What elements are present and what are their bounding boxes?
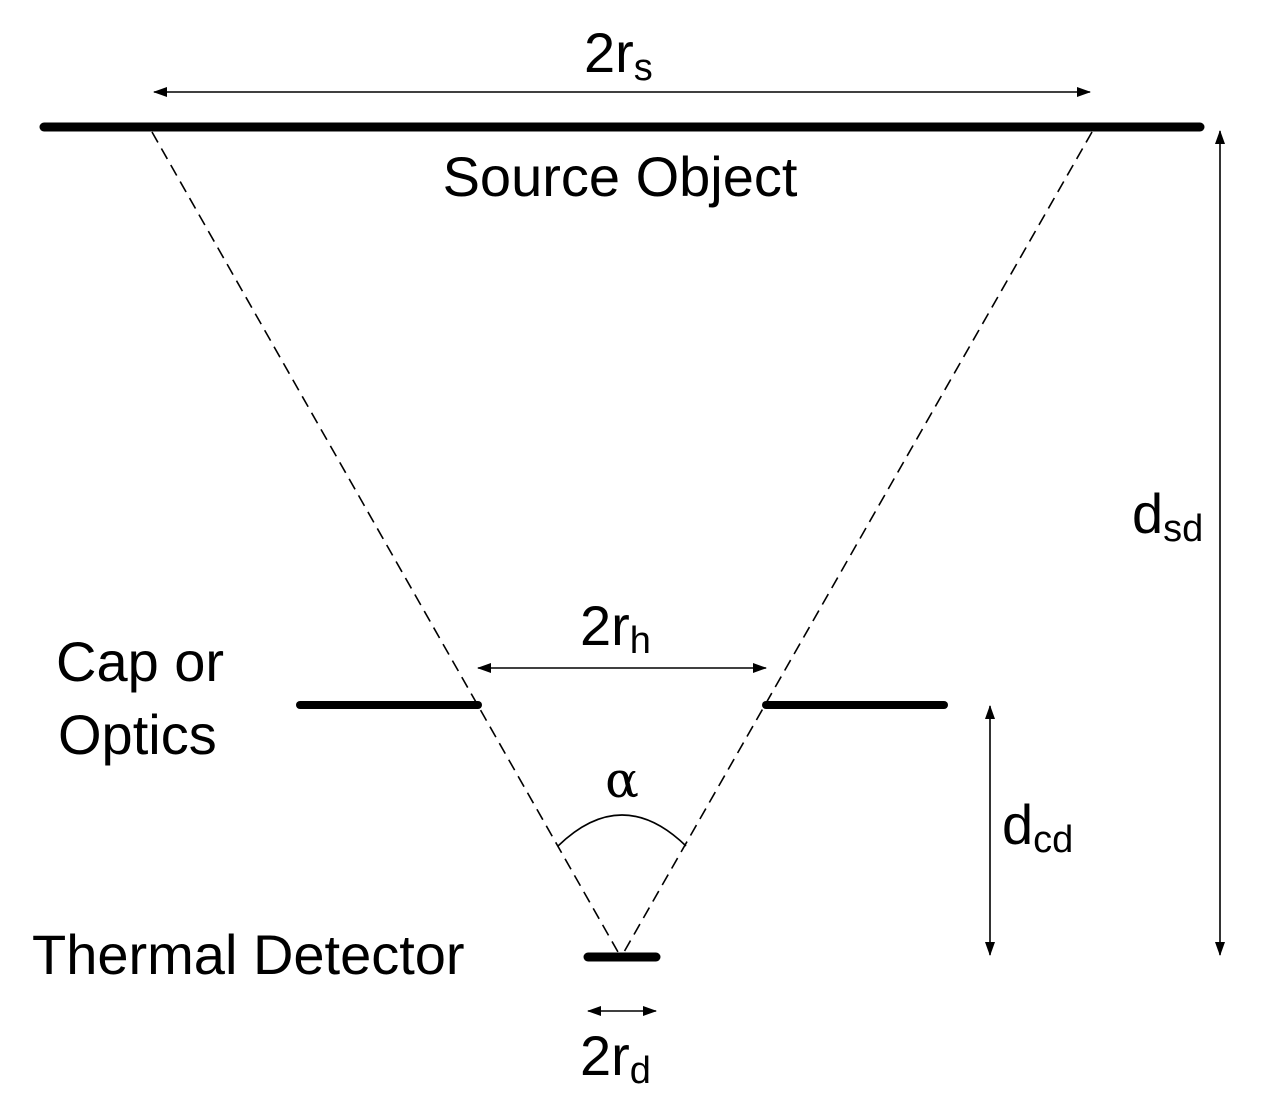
source-object-label: Source Object bbox=[443, 145, 798, 208]
angle-arc bbox=[557, 814, 687, 847]
cap-label-line2: Optics bbox=[58, 703, 217, 766]
angle-label: α bbox=[605, 751, 639, 809]
cap-label-line1: Cap or bbox=[56, 630, 224, 693]
thermal-detector-label: Thermal Detector bbox=[32, 923, 465, 986]
cap-detector-distance-label: dcd bbox=[1002, 793, 1073, 861]
view-cone-left bbox=[151, 131, 619, 953]
detector-width-label: 2rd bbox=[580, 1024, 651, 1092]
source-detector-distance-label: dsd bbox=[1132, 482, 1203, 550]
view-cone-right bbox=[623, 131, 1093, 953]
cap-detector-distance-sub: cd bbox=[1033, 819, 1073, 861]
detector-width-main: 2r bbox=[580, 1024, 630, 1087]
aperture-width-sub: h bbox=[630, 620, 651, 662]
source-width-main: 2r bbox=[584, 21, 634, 84]
source-width-sub: s bbox=[634, 47, 653, 89]
source-detector-distance-main: d bbox=[1132, 482, 1163, 545]
cap-detector-distance-main: d bbox=[1002, 793, 1033, 856]
detector-width-sub: d bbox=[630, 1050, 651, 1092]
source-width-label: 2rs bbox=[584, 21, 653, 89]
source-detector-distance-sub: sd bbox=[1163, 508, 1203, 550]
aperture-width-label: 2rh bbox=[580, 594, 651, 662]
aperture-width-main: 2r bbox=[580, 594, 630, 657]
